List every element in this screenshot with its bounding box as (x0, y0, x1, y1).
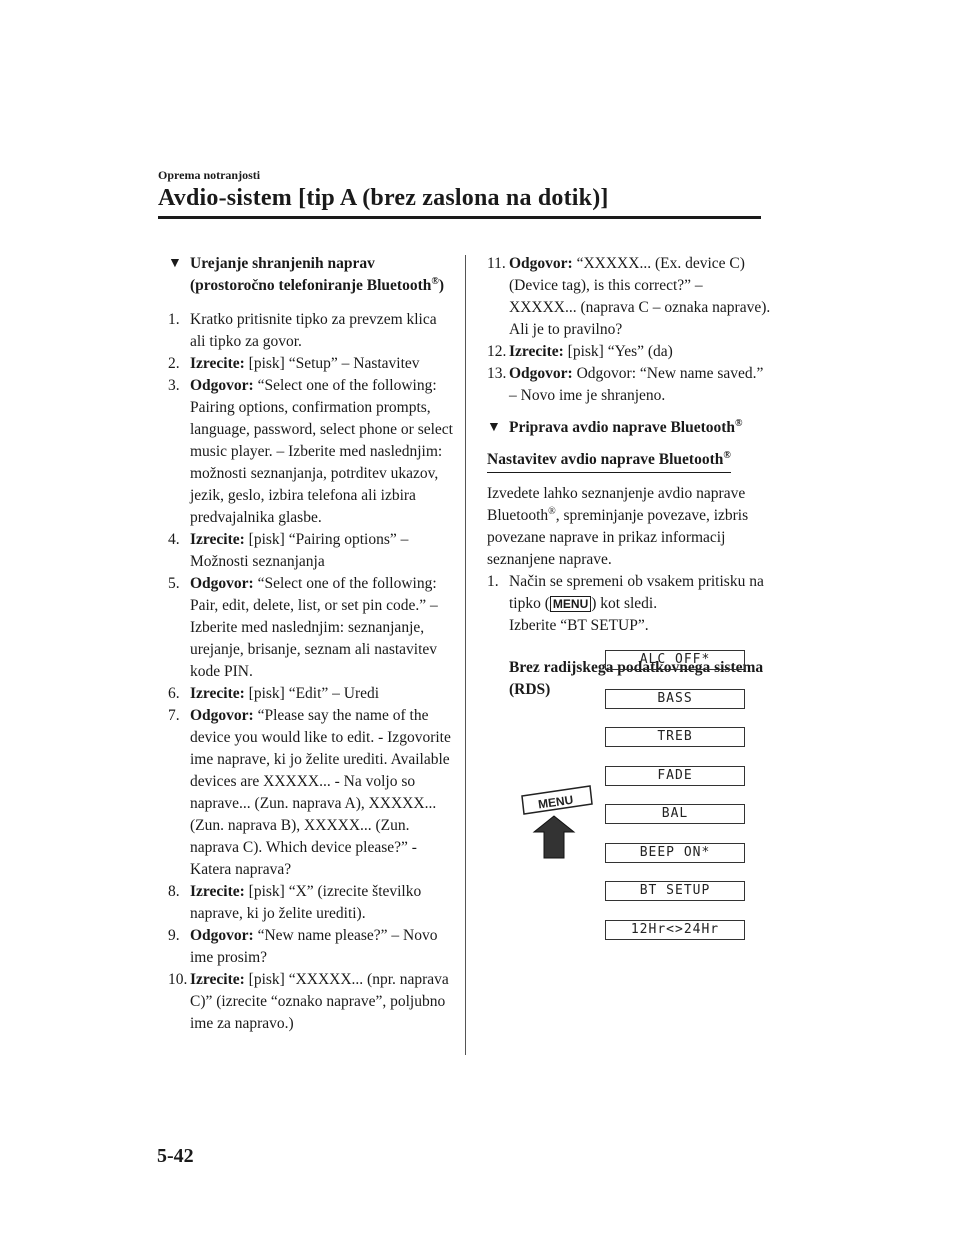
menu-display-item: TREB (605, 727, 745, 747)
step-item: 10.Izrecite: [pisk] “XXXXX... (npr. napr… (168, 969, 453, 1035)
menu-display-item: BAL (605, 804, 745, 824)
step-text: Izrecite: [pisk] “Pairing options” – Mož… (190, 531, 409, 570)
step-item: 6. Izrecite: [pisk] “Edit” – Uredi (168, 683, 453, 705)
step-number: 7. (168, 707, 180, 724)
step-text: Odgovor: “XXXXX... (Ex. device C) (Devic… (509, 255, 771, 338)
menu-button-label: MENU (537, 793, 574, 812)
page-title: Avdio-sistem [tip A (brez zaslona na dot… (158, 185, 609, 211)
step-number: 10. (168, 971, 188, 988)
step-list-right: 11.Odgovor: “XXXXX... (Ex. device C) (De… (487, 253, 772, 407)
step-text: Kratko pritisnite tipko za prevzem klica… (190, 311, 437, 350)
step-item: 13.Odgovor: Odgovor: “New name saved.” –… (487, 363, 772, 407)
step-1-menu: 1. Način se spremeni ob vsakem pritisku … (487, 573, 764, 634)
menu-key-chip: MENU (549, 596, 592, 612)
step-number: 11. (487, 255, 506, 272)
menu-display-item: FADE (605, 765, 745, 786)
subheading-wrapper: Nastavitev avdio naprave Bluetooth® (487, 449, 772, 473)
section-heading-text: Priprava avdio naprave Bluetooth® (509, 417, 743, 436)
step-text: Izrecite: [pisk] “Yes” (da) (509, 343, 673, 360)
triangle-bullet-icon: ▼ (168, 256, 182, 271)
step-text: Odgovor: Odgovor: “New name saved.” – No… (509, 365, 764, 404)
menu-display-item: BASS (605, 688, 745, 709)
step-item: 5. Odgovor: “Select one of the following:… (168, 573, 453, 683)
right-column: 11.Odgovor: “XXXXX... (Ex. device C) (De… (487, 253, 772, 701)
step-number: 2. (168, 355, 180, 372)
section-label: Oprema notranjosti (158, 168, 261, 182)
intro-paragraph: Izvedete lahko seznanjenje avdio naprave… (487, 485, 749, 568)
menu-display-item: 12Hr<>24Hr (605, 919, 745, 940)
step-number: 6. (168, 685, 180, 702)
step-list-left: 1. Kratko pritisnite tipko za prevzem kli… (168, 309, 453, 1035)
menu-button-icon: MENU (521, 785, 593, 859)
step-text: Izrecite: [pisk] “XXXXX... (npr. naprava… (190, 971, 449, 1032)
step-item: 12.Izrecite: [pisk] “Yes” (da) (487, 341, 772, 363)
step-item: 4. Izrecite: [pisk] “Pairing options” – M… (168, 529, 453, 573)
section-heading-text: Urejanje shranjenih naprav (prostoročno … (190, 255, 445, 294)
step-text: Izrecite: [pisk] “Edit” – Uredi (190, 685, 380, 702)
section-heading-bt-audio: ▼ Priprava avdio naprave Bluetooth® (487, 417, 772, 439)
step-number: 3. (168, 377, 180, 394)
step-item: 8. Izrecite: [pisk] “X” (izrecite številk… (168, 881, 453, 925)
diagram-caption: Brez radijskega podatkovnega sistema (RD… (509, 659, 764, 698)
step-item: 11.Odgovor: “XXXXX... (Ex. device C) (De… (487, 253, 772, 341)
header-rule (158, 216, 761, 219)
step-number: 5. (168, 575, 180, 592)
step-item: 3. Odgovor: “Select one of the following:… (168, 375, 453, 529)
section-heading-edit-devices: ▼ Urejanje shranjenih naprav (prostoročn… (168, 253, 453, 297)
step-text: Odgovor: “Please say the name of the dev… (190, 707, 451, 878)
menu-display-item: ALC OFF* (605, 650, 745, 670)
step-number: 12. (487, 343, 507, 360)
step-item: 2. Izrecite: [pisk] “Setup” – Nastavitev (168, 353, 453, 375)
menu-display-item: BT SETUP (605, 881, 745, 901)
step-number: 8. (168, 883, 180, 900)
left-column: ▼ Urejanje shranjenih naprav (prostoročn… (168, 253, 453, 1035)
step-number: 9. (168, 927, 180, 944)
page-number: 5-42 (157, 1145, 194, 1167)
step-number: 4. (168, 531, 180, 548)
step-number: 1. (168, 311, 180, 328)
step-number: 13. (487, 365, 507, 382)
step-text: Odgovor: “New name please?” – Novo ime p… (190, 927, 438, 966)
step-item: 7. Odgovor: “Please say the name of the d… (168, 705, 453, 881)
step-item: 1. Kratko pritisnite tipko za prevzem kli… (168, 309, 453, 353)
menu-diagram: ALC OFF* BASS TREB FADE BAL BEEP ON* BT SETUP 1… (520, 650, 760, 950)
step-text: Izrecite: [pisk] “X” (izrecite številko … (190, 883, 422, 922)
menu-display-item: BEEP ON* (605, 842, 745, 863)
column-divider (465, 255, 466, 1055)
step-text: Odgovor: “Select one of the following: P… (190, 377, 453, 526)
step-text: Odgovor: “Select one of the following: P… (190, 575, 438, 680)
step-text: Izrecite: [pisk] “Setup” – Nastavitev (190, 355, 420, 372)
subheading-bt-setup: Nastavitev avdio naprave Bluetooth® (487, 449, 731, 473)
step-item: 9. Odgovor: “New name please?” – Novo ime… (168, 925, 453, 969)
triangle-bullet-icon: ▼ (487, 420, 501, 435)
